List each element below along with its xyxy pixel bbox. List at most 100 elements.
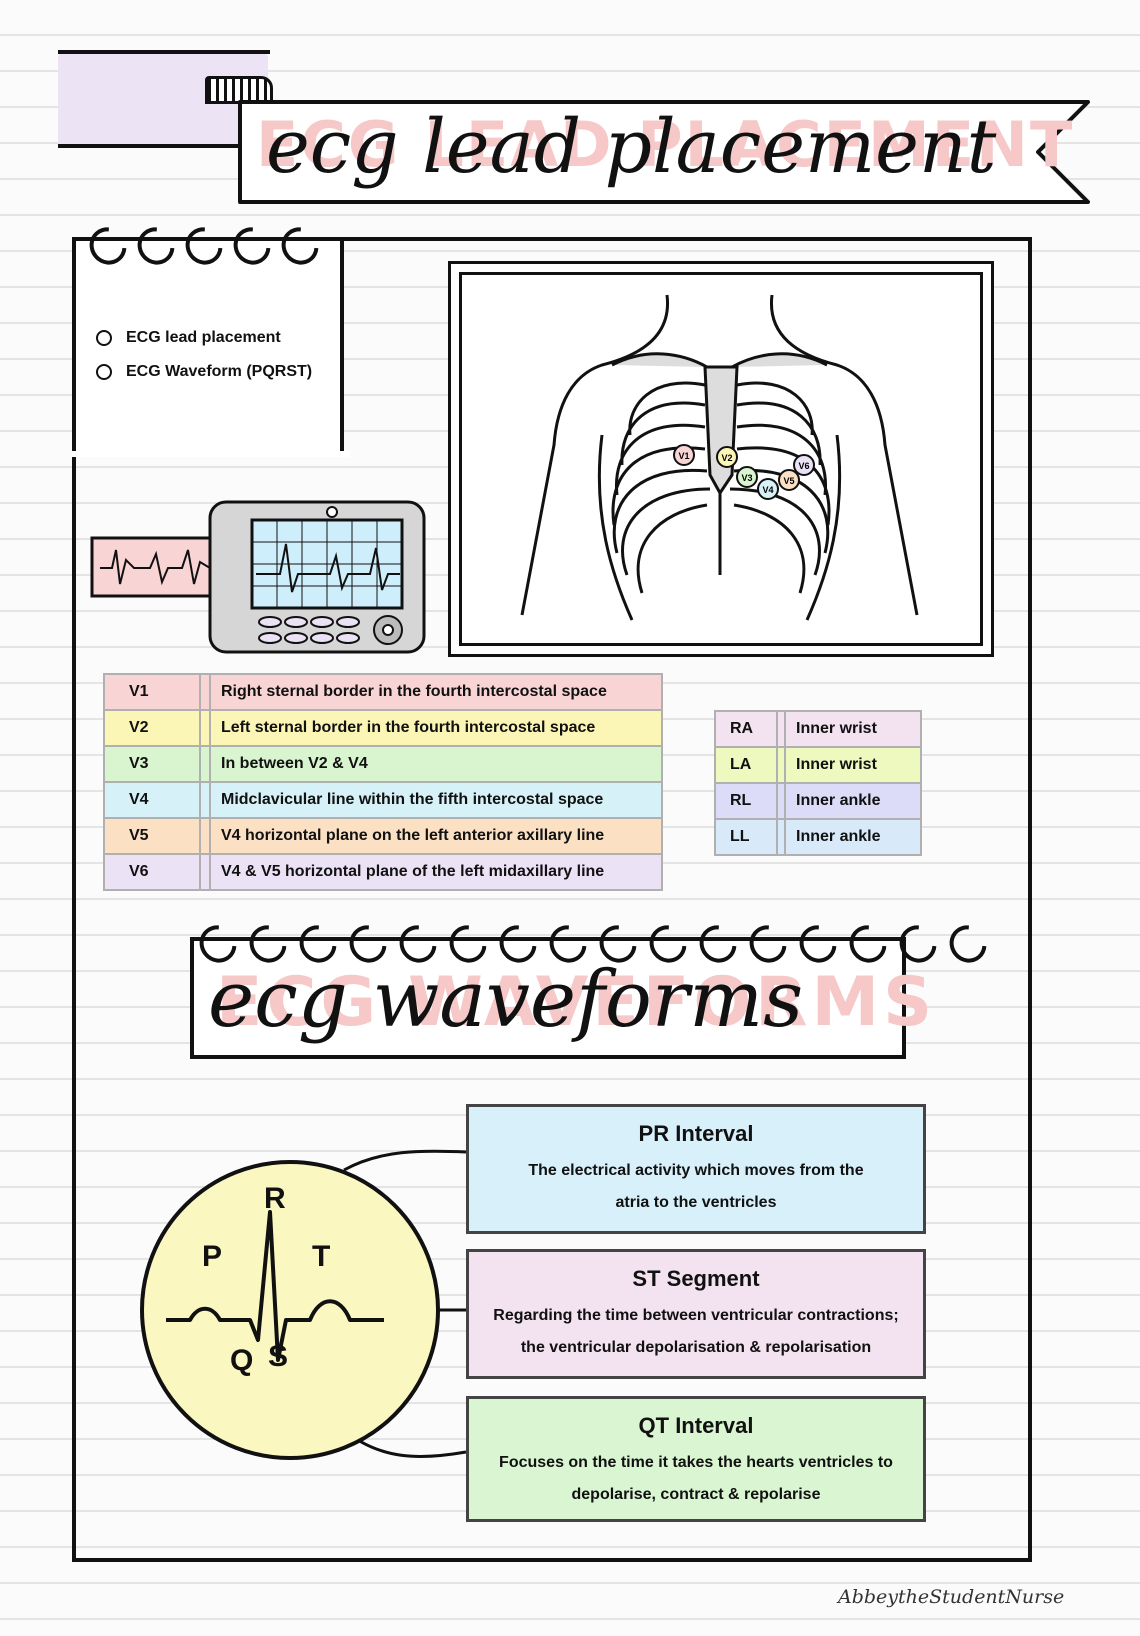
table-row: RL Inner ankle	[714, 782, 922, 820]
main-frame	[72, 237, 1032, 1562]
electrode-label: V3	[741, 473, 752, 483]
spiral-ring-icon	[341, 917, 395, 971]
author-signature: AbbeytheStudentNurse	[838, 1586, 1065, 1608]
gap-cell	[199, 673, 211, 711]
lead-cell: V4	[103, 781, 201, 819]
title-coil-icon	[205, 76, 273, 104]
title-banner: ECG LEAD PLACEMENT ecg lead placement	[238, 100, 1090, 204]
electrode-label: V2	[721, 453, 732, 463]
contents-item: ECG Waveform (PQRST)	[96, 363, 312, 381]
section-title: ecg waveforms	[208, 955, 804, 1045]
gap-cell	[199, 817, 211, 855]
table-row: RA Inner wrist	[714, 710, 922, 748]
gap-cell	[199, 781, 211, 819]
lead-cell: V2	[103, 709, 201, 747]
chest-illustration: V1 V2 V3 V4 V5 V6	[459, 272, 983, 646]
chest-illustration-frame: V1 V2 V3 V4 V5 V6	[448, 261, 994, 657]
table-row: V2 Left sternal border in the fourth int…	[103, 709, 663, 747]
wave-label-p: P	[202, 1240, 223, 1273]
table-row: LL Inner ankle	[714, 818, 922, 856]
placement-cell: Inner wrist	[784, 710, 922, 748]
spiral-ring-icon	[225, 219, 279, 273]
box-text: The electrical activity which moves from…	[528, 1162, 864, 1179]
spiral-ring-icon	[791, 917, 845, 971]
box-text: Focuses on the time it takes the hearts …	[499, 1454, 893, 1471]
lead-cell: V5	[103, 817, 201, 855]
box-text: depolarise, contract & repolarise	[571, 1486, 821, 1503]
wave-label-t: T	[312, 1240, 331, 1273]
spiral-ring-icon	[591, 917, 645, 971]
lead-cell: LL	[714, 818, 778, 856]
box-title: PR Interval	[638, 1121, 754, 1146]
table-row: V1 Right sternal border in the fourth in…	[103, 673, 663, 711]
electrode-label: V1	[678, 451, 689, 461]
electrode-label: V4	[762, 485, 773, 495]
pr-interval-box: PR Interval The electrical activity whic…	[466, 1104, 926, 1234]
ribcage-illustration: V1 V2 V3 V4 V5 V6	[520, 294, 919, 621]
spiral-ring-icon	[441, 917, 495, 971]
bullet-circle-icon	[96, 364, 112, 380]
spiral-ring-icon	[81, 219, 135, 273]
lead-cell: V3	[103, 745, 201, 783]
placement-cell: Inner wrist	[784, 746, 922, 784]
contents-item-label: ECG Waveform (PQRST)	[126, 363, 313, 380]
title-accent-line	[58, 144, 248, 148]
gap-cell	[199, 853, 211, 891]
bullet-circle-icon	[96, 330, 112, 346]
v-lead-table: V1 Right sternal border in the fourth in…	[103, 673, 663, 891]
spiral-ring-icon	[241, 917, 295, 971]
spiral-ring-icon	[741, 917, 795, 971]
contents-item-label: ECG lead placement	[126, 329, 281, 346]
spiral-ring-icon	[177, 219, 231, 273]
spiral-ring-icon	[291, 917, 345, 971]
table-row: V6 V4 & V5 horizontal plane of the left …	[103, 853, 663, 891]
title-accent-line	[58, 50, 270, 54]
table-row: LA Inner wrist	[714, 746, 922, 784]
waveforms-ghost-text: ECG WAVEFORMS	[216, 963, 937, 1042]
pqrst-circle	[140, 1160, 440, 1460]
lead-cell: RL	[714, 782, 778, 820]
placement-cell: Left sternal border in the fourth interc…	[209, 709, 663, 747]
contents-list: ECG lead placement ECG Waveform (PQRST)	[96, 329, 312, 397]
spiral-ring-icon	[129, 219, 183, 273]
pqrst-diagram: R P T Q S	[140, 1160, 460, 1460]
qt-interval-box: QT Interval Focuses on the time it takes…	[466, 1396, 926, 1522]
spiral-ring-icon	[891, 917, 945, 971]
gap-cell	[776, 710, 786, 748]
box-title: ST Segment	[632, 1266, 760, 1291]
placement-cell: In between V2 & V4	[209, 745, 663, 783]
placement-cell: Midclavicular line within the fifth inte…	[209, 781, 663, 819]
box-text: the ventricular depolarisation & repolar…	[520, 1339, 872, 1356]
card-rings	[81, 219, 327, 273]
placement-cell: V4 horizontal plane on the left anterior…	[209, 817, 663, 855]
lead-cell: RA	[714, 710, 778, 748]
contents-card: ECG lead placement ECG Waveform (PQRST)	[72, 219, 350, 457]
spiral-ring-icon	[641, 917, 695, 971]
box-title: QT Interval	[638, 1413, 754, 1438]
spiral-ring-icon	[273, 219, 327, 273]
waveforms-banner: ECG WAVEFORMS ecg waveforms	[190, 937, 932, 1059]
wave-label-r: R	[264, 1182, 286, 1215]
wave-label-q: Q	[230, 1344, 254, 1377]
box-text: Regarding the time between ventricular c…	[493, 1307, 899, 1324]
table-row: V3 In between V2 & V4	[103, 745, 663, 783]
lead-cell: LA	[714, 746, 778, 784]
ecg-wave-icon	[166, 1210, 384, 1362]
electrode-label: V5	[783, 476, 794, 486]
gap-cell	[199, 709, 211, 747]
title-ghost-text: ECG LEAD PLACEMENT	[256, 108, 1075, 181]
electrode-label: V6	[798, 461, 809, 471]
placement-cell: Inner ankle	[784, 782, 922, 820]
spiral-ring-icon	[691, 917, 745, 971]
placement-cell: Inner ankle	[784, 818, 922, 856]
spiral-ring-icon	[191, 917, 245, 971]
spiral-ring-icon	[491, 917, 545, 971]
gap-cell	[199, 745, 211, 783]
gap-cell	[776, 782, 786, 820]
lead-cell: V6	[103, 853, 201, 891]
banner-ribbon-icon	[238, 100, 1090, 204]
wave-label-s: S	[268, 1340, 289, 1373]
st-segment-box: ST Segment Regarding the time between ve…	[466, 1249, 926, 1379]
spiral-ring-icon	[841, 917, 895, 971]
banner-rings	[191, 917, 995, 971]
